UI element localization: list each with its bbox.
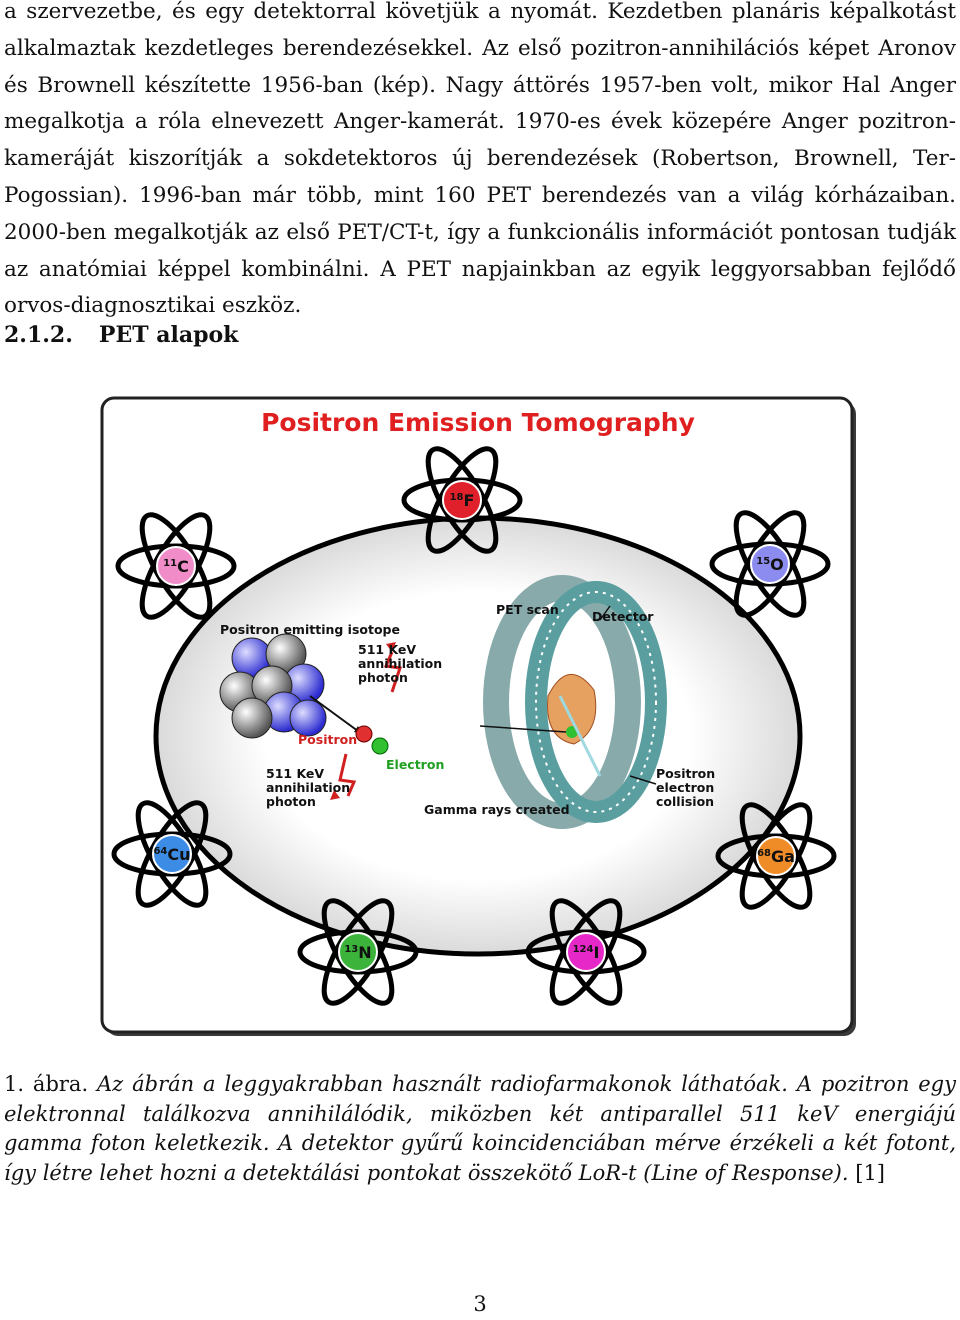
section-title: PET alapok (98, 322, 239, 348)
detector-ring (479, 575, 667, 829)
isotope-label: 18F (450, 491, 475, 510)
label-collision-2: electron (656, 780, 714, 795)
atom-icon-c: 11C (115, 512, 237, 620)
section-number: 2.1.2. (4, 322, 73, 348)
atom-icon-cu: 64Cu (111, 800, 233, 908)
label-gamma: Gamma rays created (424, 802, 570, 817)
atom-icon-o: 15O (709, 510, 831, 618)
label-collision-3: collision (656, 794, 714, 809)
figure-caption: 1. ábra. Az ábrán a leggyakrabban haszná… (4, 1070, 956, 1188)
isotope-label: 68Ga (757, 847, 795, 866)
label-photon-bot-1: 511 KeV (266, 766, 324, 781)
isotope-label: 124I (573, 943, 600, 962)
caption-reference: [1] (855, 1160, 885, 1185)
nucleus-icon (219, 633, 327, 739)
isotope-label: 15O (756, 555, 784, 574)
label-photon-bot-3: photon (266, 794, 316, 809)
caption-prefix: 1. ábra. (4, 1072, 89, 1096)
isotope-label: 64Cu (153, 845, 190, 864)
label-detector: Detector (592, 609, 654, 624)
atom-icon-f: 18F (401, 446, 523, 554)
label-electron: Electron (386, 757, 444, 772)
label-positron: Positron (298, 732, 357, 747)
isotope-label: 13N (344, 943, 371, 962)
isotope-label: 11C (163, 557, 189, 576)
figure-title: Positron Emission Tomography (261, 408, 695, 437)
body-paragraph: a szervezetbe, és egy detektorral követj… (4, 0, 956, 319)
atom-icon-n: 13N (297, 898, 419, 1006)
label-collision-1: Positron (656, 766, 715, 781)
annihilation-arrows (309, 642, 402, 800)
pet-illustration: Positron Emission Tomography 18F 11C 15O 64… (100, 396, 856, 1036)
isotope-atoms: 18F 11C 15O 64Cu 68Ga 13N 124I (111, 446, 837, 1006)
label-photon-top-3: photon (358, 670, 408, 685)
label-photon-top-1: 511 KeV (358, 642, 416, 657)
label-pet-scan: PET scan (496, 602, 559, 617)
label-isotope: Positron emitting isotope (220, 622, 400, 637)
label-photon-bot-2: annihilation (266, 780, 350, 795)
pet-figure: Positron Emission Tomography 18F 11C 15O 64… (100, 396, 860, 1040)
section-heading: 2.1.2. PET alapok (4, 322, 238, 348)
atom-icon-ga: 68Ga (715, 802, 837, 910)
caption-text: Az ábrán a leggyakrabban használt radiof… (4, 1072, 956, 1185)
page-number: 3 (473, 1292, 487, 1316)
label-photon-top-2: annihilation (358, 656, 442, 671)
atom-icon-i: 124I (525, 898, 647, 1006)
